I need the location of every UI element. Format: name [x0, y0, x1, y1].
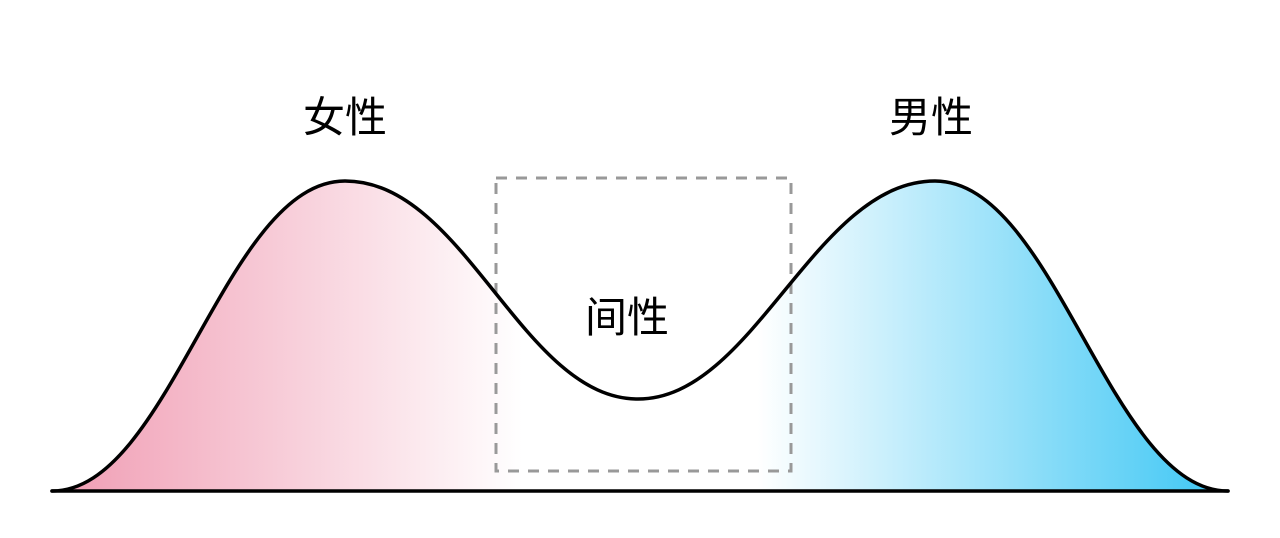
- distribution-area: [52, 181, 1228, 491]
- intersex-label: 间性: [585, 293, 669, 342]
- intersex-dashed-box: [494, 176, 793, 473]
- distribution-curve: [50, 179, 1230, 493]
- male-label: 男性: [889, 93, 973, 142]
- female-label: 女性: [303, 93, 387, 142]
